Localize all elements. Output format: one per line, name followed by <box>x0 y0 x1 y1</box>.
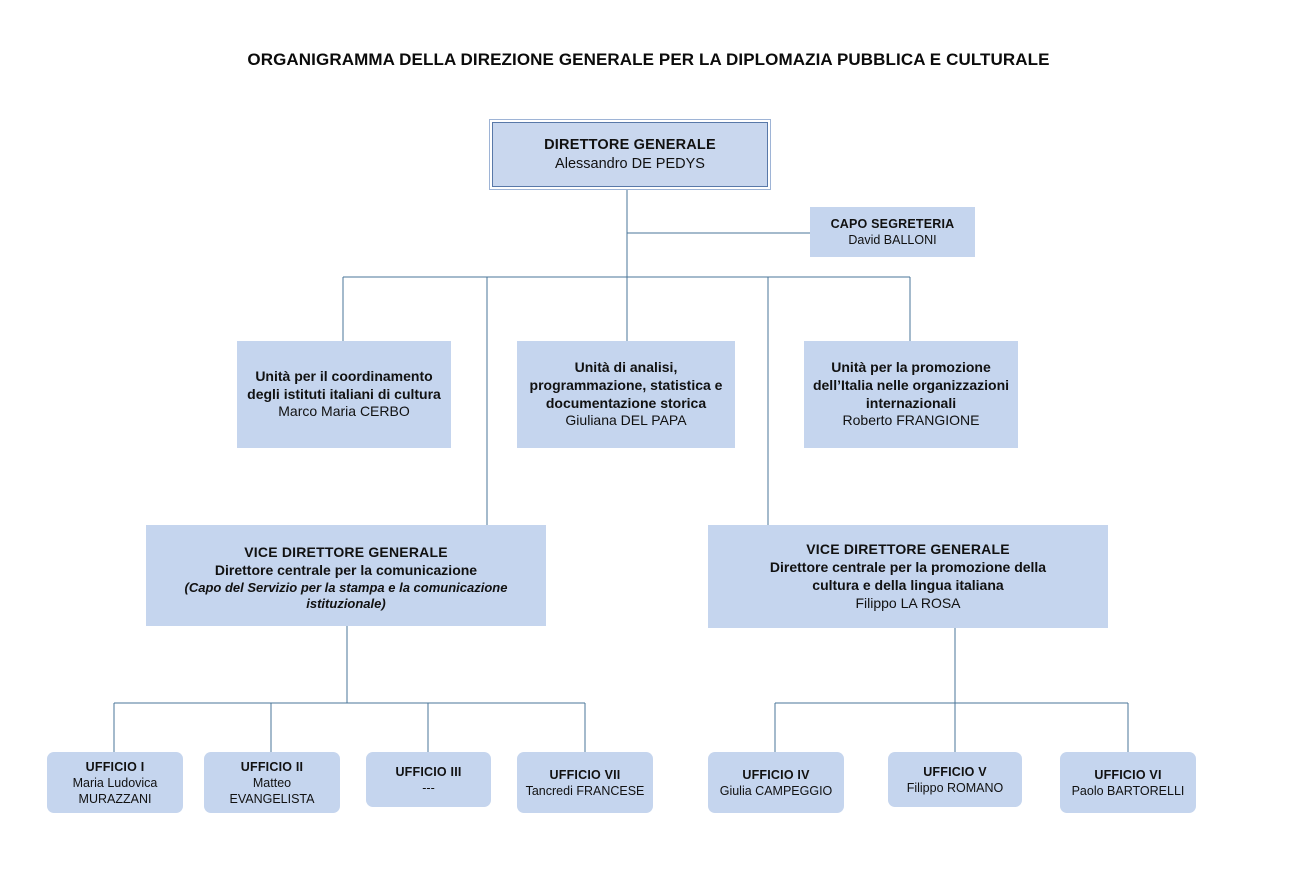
ufficio-iv-person-line-1: Giulia CAMPEGGIO <box>719 783 833 798</box>
unita-3-role-line-3: internazionali <box>865 394 957 411</box>
vdg-right-sub-line-1: Direttore centrale per la promozione del… <box>769 558 1047 575</box>
node-direttore-generale[interactable]: DIRETTORE GENERALE Alessandro DE PEDYS <box>489 119 771 190</box>
unita-3-role-line-2: dell’Italia nelle organizzazioni <box>812 376 1010 393</box>
node-vice-direttore-generale-cultura[interactable]: VICE DIRETTORE GENERALE Direttore centra… <box>708 525 1108 628</box>
ufficio-iv-role: UFFICIO IV <box>742 767 810 782</box>
node-unita-coordinamento-istituti[interactable]: Unità per il coordinamento degli istitut… <box>237 341 451 448</box>
node-ufficio-ii[interactable]: UFFICIO II Matteo EVANGELISTA <box>204 752 340 813</box>
ufficio-ii-role: UFFICIO II <box>240 759 304 774</box>
node-ufficio-v[interactable]: UFFICIO V Filippo ROMANO <box>888 752 1022 807</box>
ufficio-ii-person-line-1: Matteo <box>252 775 292 790</box>
node-ufficio-iii[interactable]: UFFICIO III --- <box>366 752 491 807</box>
ufficio-vi-role: UFFICIO VI <box>1094 767 1162 782</box>
page-title: ORGANIGRAMMA DELLA DIREZIONE GENERALE PE… <box>247 50 1050 69</box>
vdg-right-sub-line-2: cultura e della lingua italiana <box>812 576 1004 593</box>
unita-1-person: Marco Maria CERBO <box>278 403 410 420</box>
ufficio-v-person-line-1: Filippo ROMANO <box>906 780 1004 795</box>
ufficio-vii-role: UFFICIO VII <box>549 767 621 782</box>
ufficio-iii-person-line-1: --- <box>422 780 435 795</box>
ufficio-vi-person-line-1: Paolo BARTORELLI <box>1071 783 1185 798</box>
node-ufficio-vi[interactable]: UFFICIO VI Paolo BARTORELLI <box>1060 752 1196 813</box>
vdg-right-person: Filippo LA ROSA <box>855 594 961 611</box>
ufficio-vii-person-line-1: Tancredi FRANCESE <box>525 783 645 798</box>
unita-3-person: Roberto FRANGIONE <box>842 412 980 429</box>
dg-role: DIRETTORE GENERALE <box>544 136 716 153</box>
unita-1-role-line-2: degli istituti italiani di cultura <box>247 385 441 402</box>
segreteria-role: CAPO SEGRETERIA <box>830 217 955 231</box>
vdg-left-sub-line-1: Direttore centrale per la comunicazione <box>214 561 478 578</box>
node-unita-promozione-organizzazioni-internazionali[interactable]: Unità per la promozione dell’Italia nell… <box>804 341 1018 448</box>
vdg-right-role: VICE DIRETTORE GENERALE <box>806 541 1010 557</box>
vdg-left-role: VICE DIRETTORE GENERALE <box>244 544 448 560</box>
ufficio-i-person-line-1: Maria Ludovica <box>72 775 158 790</box>
unita-3-role-line-1: Unità per la promozione <box>831 358 991 375</box>
unita-2-role-line-2: programmazione, statistica e <box>529 376 723 393</box>
ufficio-v-role: UFFICIO V <box>923 764 987 779</box>
node-ufficio-vii[interactable]: UFFICIO VII Tancredi FRANCESE <box>517 752 653 813</box>
node-unita-analisi-programmazione[interactable]: Unità di analisi, programmazione, statis… <box>517 341 735 448</box>
node-vice-direttore-generale-comunicazione[interactable]: VICE DIRETTORE GENERALE Direttore centra… <box>146 525 546 626</box>
unita-2-person: Giuliana DEL PAPA <box>565 412 687 429</box>
segreteria-person: David BALLONI <box>848 233 937 247</box>
dg-person: Alessandro DE PEDYS <box>555 155 705 172</box>
node-ufficio-iv[interactable]: UFFICIO IV Giulia CAMPEGGIO <box>708 752 844 813</box>
node-capo-segreteria[interactable]: CAPO SEGRETERIA David BALLONI <box>810 207 975 257</box>
unita-1-role-line-1: Unità per il coordinamento <box>255 367 433 384</box>
ufficio-ii-person-line-2: EVANGELISTA <box>229 791 315 806</box>
ufficio-i-person-line-2: MURAZZANI <box>78 791 152 806</box>
unita-2-role-line-3: documentazione storica <box>545 394 707 411</box>
unita-2-role-line-1: Unità di analisi, <box>574 358 678 375</box>
ufficio-i-role: UFFICIO I <box>85 759 145 774</box>
ufficio-iii-role: UFFICIO III <box>395 764 462 779</box>
vdg-left-note: (Capo del Servizio per la stampa e la co… <box>184 579 508 612</box>
node-ufficio-i[interactable]: UFFICIO I Maria Ludovica MURAZZANI <box>47 752 183 813</box>
